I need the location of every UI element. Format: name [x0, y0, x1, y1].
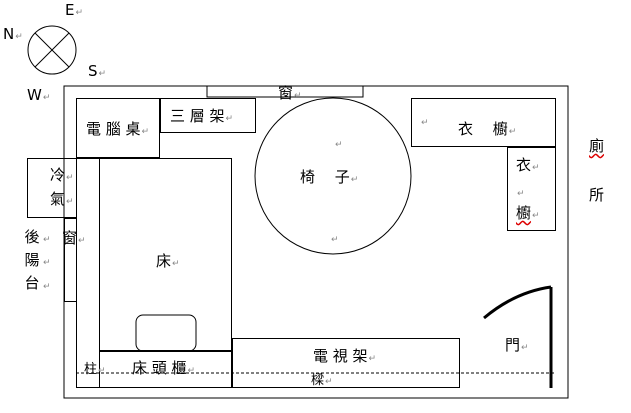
three-tier-shelf-label: 三 層 架↵ — [170, 107, 234, 125]
wardrobe-top-label: 衣 櫥↵ — [458, 120, 517, 138]
bedside-cabinet — [99, 351, 232, 388]
chair-mark: ↵ — [335, 140, 343, 150]
wardrobe-side-mark: ↵ — [517, 189, 525, 199]
toilet-label-1: 廁 — [589, 137, 605, 155]
door-label: 門↵ — [505, 336, 529, 354]
back-balcony-mark-2: ↵ — [43, 258, 51, 268]
back-balcony-mark-3: ↵ — [43, 282, 51, 292]
top-window-frame — [206, 86, 364, 98]
beam-label: 樑↵ — [311, 373, 333, 388]
back-balcony-mark-1: ↵ — [43, 235, 51, 245]
tv-stand-label: 電 視 架↵ — [313, 347, 377, 365]
air-conditioner-label-1: 冷↵ — [50, 166, 74, 184]
wardrobe-side-label-1: 衣↵ — [516, 156, 540, 174]
chair-label: 椅 子↵ — [300, 168, 359, 186]
toilet-label-2: 所 — [589, 186, 605, 204]
wardrobe-top-mark: ↵ — [421, 118, 429, 128]
pillar-left-label: 柱↵ — [84, 362, 106, 377]
bed-label: 床↵ — [156, 252, 180, 270]
tv-stand — [232, 338, 460, 388]
wardrobe-top — [411, 98, 556, 147]
chair-mark-bottom: ↵ — [331, 235, 339, 245]
back-balcony-char-2: 陽 — [24, 251, 40, 269]
top-window-label: 窗↵ — [278, 84, 302, 102]
air-conditioner-label-2: 氣↵ — [50, 190, 74, 208]
computer-desk-label: 電 腦 桌↵ — [86, 120, 150, 138]
compass-south-label: S↵ — [88, 62, 107, 80]
bedside-cabinet-label: 床 頭 櫃↵ — [132, 359, 196, 377]
computer-desk — [76, 98, 160, 158]
compass-west-label: W↵ — [27, 86, 51, 104]
back-balcony-char-3: 台 — [24, 274, 40, 292]
chair-shape — [254, 97, 412, 255]
compass-east-label: E↵ — [65, 1, 84, 19]
compass-rose — [27, 25, 77, 75]
back-balcony-label: 後 陽 台 — [23, 226, 41, 295]
bed — [99, 158, 232, 351]
left-wall-strip — [76, 158, 100, 388]
back-balcony-char-1: 後 — [24, 228, 40, 246]
wardrobe-side-label-2: 櫥↵ — [516, 204, 540, 222]
door-swing-arc — [483, 285, 552, 320]
compass-north-label: N↵ — [3, 25, 23, 43]
wardrobe-side — [507, 147, 556, 231]
left-window-label: 窗↵ — [62, 229, 86, 247]
three-tier-shelf — [160, 98, 256, 133]
